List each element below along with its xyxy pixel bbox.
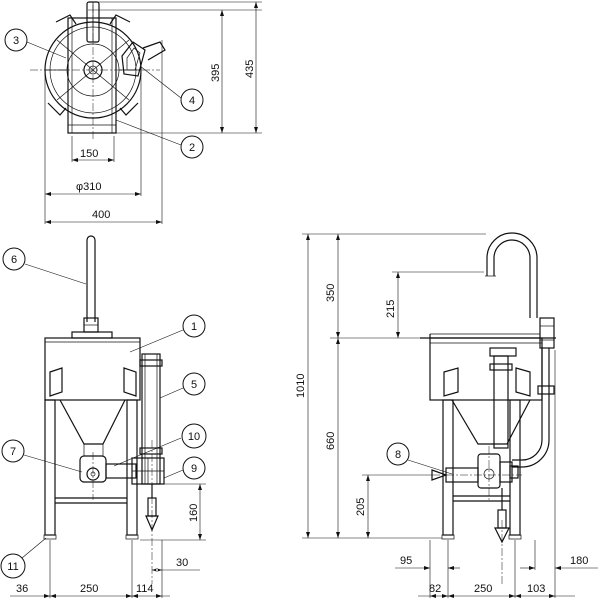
dim-395: 395 [210,64,222,82]
dim-side-250: 250 [474,583,492,595]
dim-180: 180 [570,555,588,567]
part-label-10: 10 [188,431,200,443]
part-label-4: 4 [189,95,195,107]
dim-400: 400 [92,209,110,221]
top-view: 150 φ310 400 395 435 3 4 2 [4,1,262,224]
dim-82: 82 [429,583,441,595]
dim-30: 30 [176,557,188,569]
part-label-6: 6 [11,254,17,266]
side-view: 1010 350 660 215 205 95 180 82 [295,232,598,598]
dim-114: 114 [136,583,154,595]
dim-1010: 1010 [295,374,307,398]
part-label-2: 2 [189,142,195,154]
part-label-1: 1 [191,321,197,333]
dim-350: 350 [325,284,337,302]
part-label-5: 5 [191,379,197,391]
part-label-3: 3 [13,35,19,47]
dim-660: 660 [325,432,337,450]
part-label-9: 9 [191,463,197,475]
dim-205: 205 [355,498,367,516]
dim-front-250: 250 [80,583,98,595]
part-label-11: 11 [7,561,18,573]
dim-215: 215 [385,300,397,318]
dim-phi310: φ310 [76,181,102,193]
part-label-8: 8 [395,449,401,461]
dim-36: 36 [16,583,28,595]
front-view: 36 250 114 30 160 6 1 5 10 7 9 11 [0,235,207,598]
dim-435: 435 [244,60,256,78]
dim-160: 160 [188,504,200,522]
dim-95: 95 [400,555,412,567]
part-label-7: 7 [10,446,16,458]
dim-103: 103 [527,583,545,595]
dim-150: 150 [80,148,98,160]
